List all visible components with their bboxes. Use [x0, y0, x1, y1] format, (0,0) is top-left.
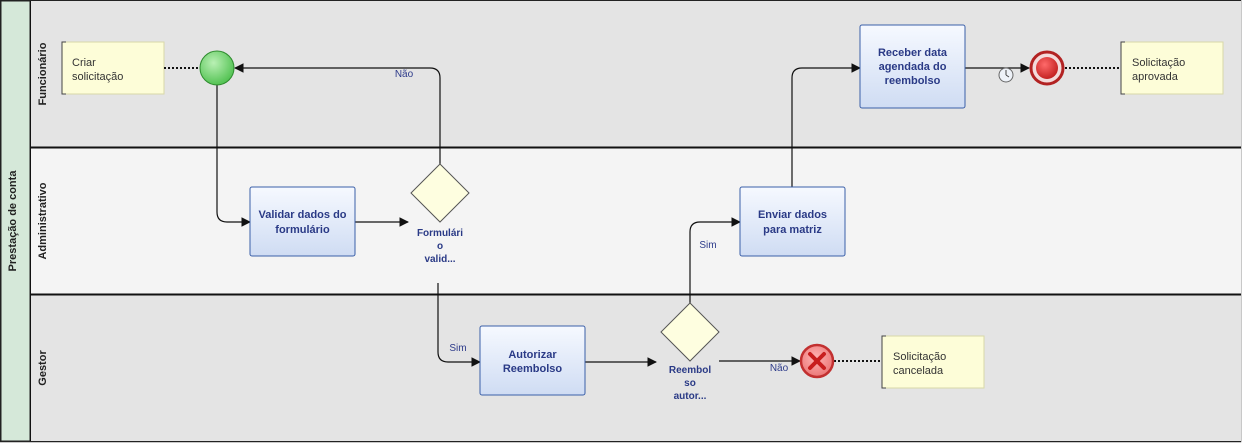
flow-gateway2-sim[interactable] — [689, 217, 741, 303]
end-event[interactable] — [1029, 50, 1065, 86]
flow-start-to-validar[interactable] — [216, 85, 251, 227]
lane-administrativo — [31, 148, 1241, 294]
task-validar-dados[interactable]: Validar dados do formulário — [249, 186, 356, 257]
gateway-label: autor... — [674, 391, 707, 402]
task-label: formulário — [275, 224, 330, 236]
task-enviar-dados[interactable]: Enviar dados para matriz — [739, 186, 846, 257]
gateway-label: so — [684, 378, 696, 389]
lane-gestor — [31, 295, 1241, 441]
task-label: Receber data — [878, 47, 948, 59]
gateway-formulario-valido[interactable]: Formulári o valid... — [410, 163, 470, 265]
task-label: Validar dados do — [258, 209, 346, 221]
flow-enviar-to-receber[interactable] — [791, 63, 861, 187]
pool-header — [0, 0, 31, 442]
task-label: agendada do — [879, 61, 947, 73]
gateway-label: Formulári — [417, 228, 463, 239]
gateway-label: Reembol — [669, 365, 711, 376]
task-label: para matriz — [763, 224, 822, 236]
start-event[interactable] — [199, 50, 235, 86]
annotation-text: solicitação — [72, 71, 123, 83]
lane-label-funcionario: Funcionário — [37, 42, 49, 105]
lane-label-gestor: Gestor — [37, 350, 49, 386]
gateway-label: valid... — [424, 254, 455, 265]
annotation-aprovada: Solicitação aprovada — [1120, 41, 1224, 95]
annotation-text: Solicitação — [893, 351, 946, 363]
task-label: Enviar dados — [758, 209, 827, 221]
gateway-reembolso-autorizado[interactable]: Reembol so autor... — [660, 302, 720, 402]
annotation-text: Solicitação — [1132, 57, 1185, 69]
error-end-event[interactable] — [799, 343, 835, 379]
lane-label-administrativo: Administrativo — [37, 182, 49, 259]
flow-gateway-sim[interactable] — [437, 283, 481, 367]
annotation-text: Criar — [72, 57, 96, 69]
close-icon — [808, 352, 826, 370]
flow-label-nao: Não — [395, 69, 414, 80]
task-autorizar-reembolso[interactable]: Autorizar Reembolso — [479, 325, 586, 396]
flow-gateway-nao[interactable] — [234, 63, 441, 164]
annotation-criar: Criar solicitação — [61, 41, 165, 95]
task-label: Reembolso — [503, 363, 563, 375]
clock-icon — [998, 67, 1014, 83]
flow-label-sim: Sim — [699, 240, 716, 251]
annotation-text: aprovada — [1132, 71, 1179, 83]
gateway-label: o — [437, 241, 443, 252]
task-receber-data[interactable]: Receber data agendada do reembolso — [859, 24, 966, 109]
annotation-cancelada: Solicitação cancelada — [881, 335, 985, 389]
flow-label-nao: Não — [770, 363, 789, 374]
pool-label: Prestação de conta — [7, 170, 19, 272]
task-label: reembolso — [885, 75, 941, 87]
flow-label-sim: Sim — [449, 343, 466, 354]
task-label: Autorizar — [508, 349, 557, 361]
annotation-text: cancelada — [893, 365, 944, 377]
